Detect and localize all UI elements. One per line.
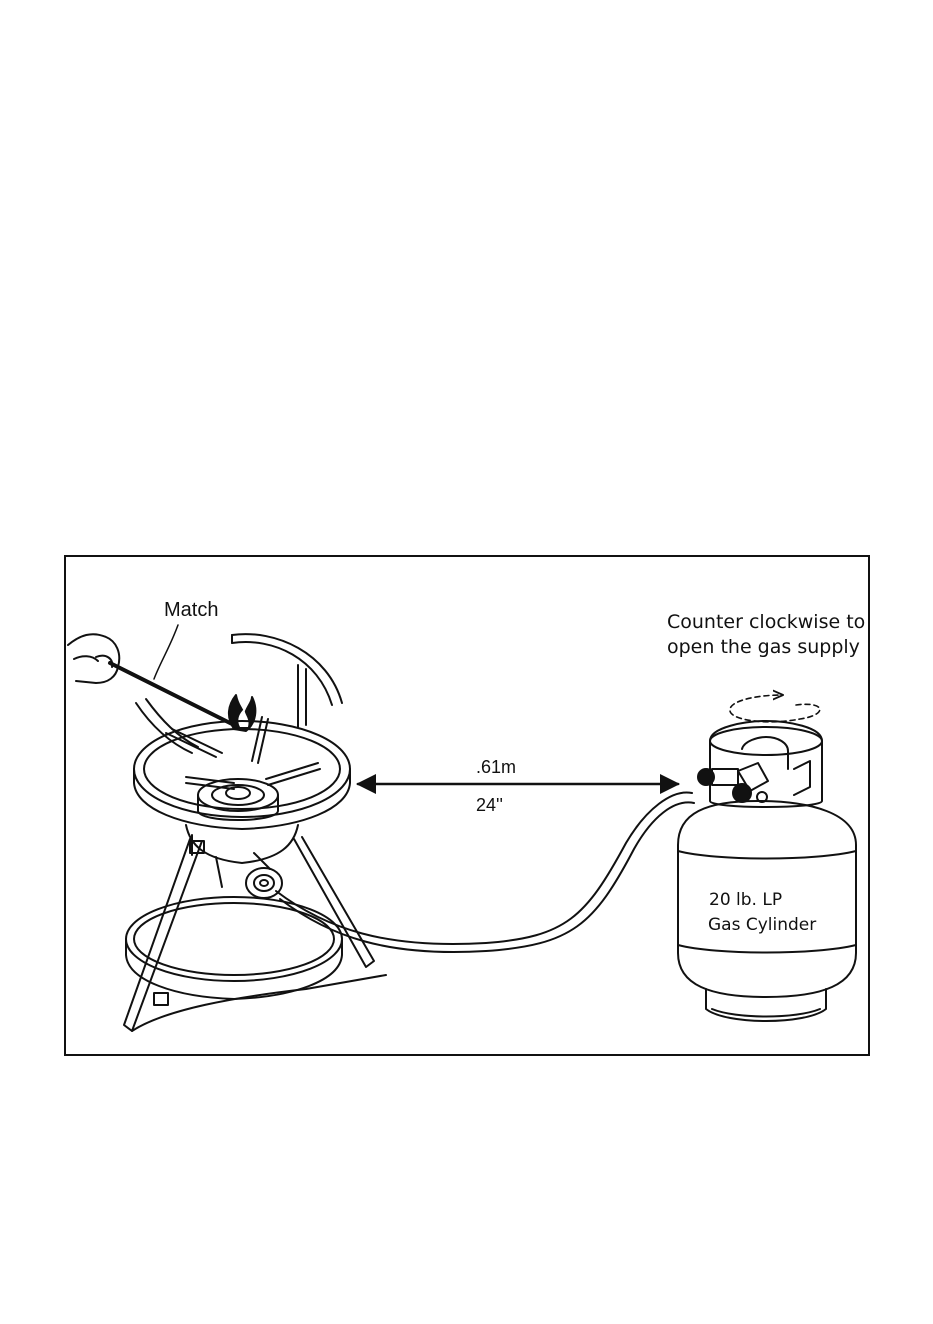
distance-metric-label: .61m [476, 757, 516, 778]
stand-legs [124, 837, 374, 1031]
rotation-arrow-icon [730, 695, 820, 722]
burner-body [186, 825, 298, 863]
flame-icon [229, 695, 255, 731]
distance-imperial-label: 24'' [476, 795, 503, 816]
instruction-line-2: open the gas supply [667, 636, 860, 658]
match-label: Match [164, 599, 218, 622]
cylinder-label-line-1: 20 lb. LP [709, 890, 782, 910]
propane-cylinder [678, 721, 856, 1021]
hand-illustration [68, 634, 119, 683]
match-leader-line [154, 625, 178, 679]
match-stick [110, 663, 234, 725]
diagram-frame: Match Counter clockwise to open the gas … [64, 555, 870, 1056]
cylinder-label-line-2: Gas Cylinder [708, 915, 816, 935]
stand-bottom-ring [126, 897, 386, 1031]
instruction-line-1: Counter clockwise to [667, 611, 865, 633]
